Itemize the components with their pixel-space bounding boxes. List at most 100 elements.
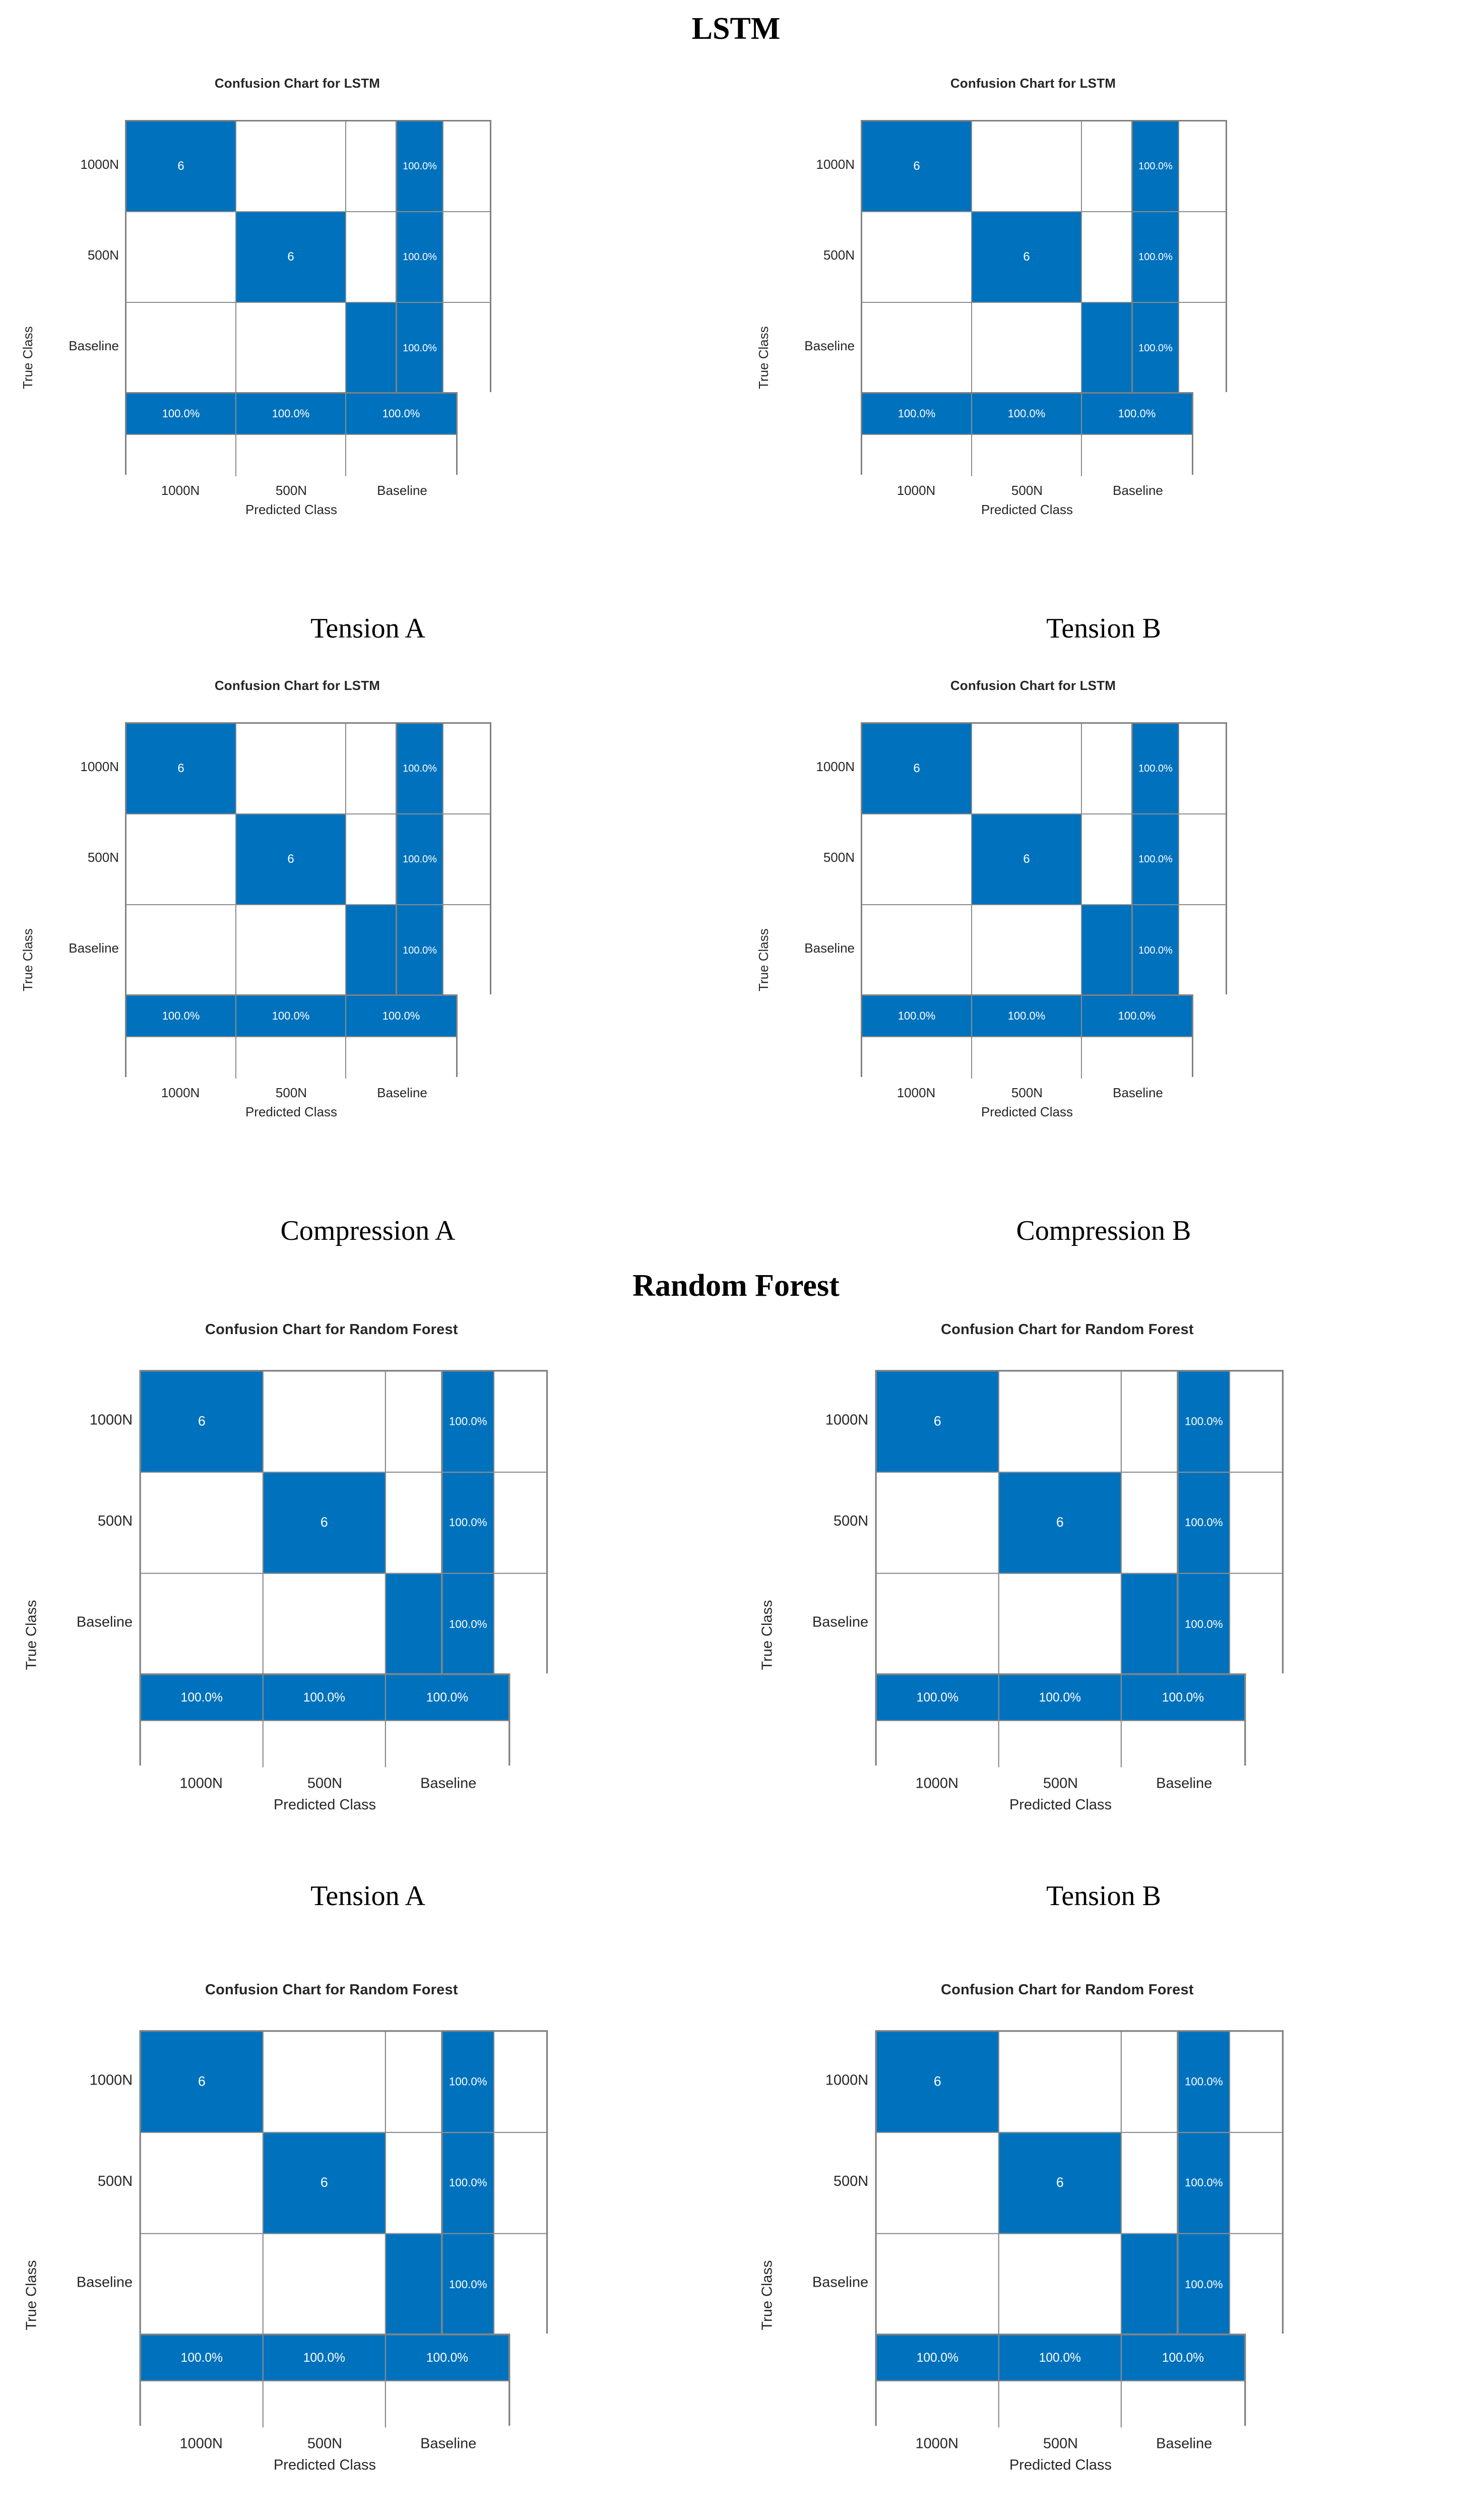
- row-summary-positive-0[interactable]: 100.0%: [397, 724, 444, 814]
- column-summary-negative-0[interactable]: [862, 435, 972, 476]
- matrix-cell-1-0[interactable]: 0: [862, 212, 972, 303]
- matrix-cell-2-0[interactable]: 0: [126, 905, 236, 996]
- column-summary-positive-1[interactable]: 100.0%: [972, 394, 1082, 435]
- column-summary-positive-0[interactable]: 100.0%: [876, 1675, 999, 1721]
- column-summary-negative-1[interactable]: [263, 1721, 387, 1768]
- column-summary-negative-2[interactable]: [346, 435, 456, 476]
- column-summary-positive-2[interactable]: 100.0%: [1122, 2335, 1245, 2381]
- row-summary-positive-2[interactable]: 100.0%: [442, 1573, 495, 1675]
- row-summary-negative-1[interactable]: [494, 2133, 546, 2234]
- row-summary-positive-0[interactable]: 100.0%: [397, 121, 444, 212]
- column-summary-negative-1[interactable]: [236, 1037, 346, 1079]
- matrix-cell-2-1[interactable]: 0: [236, 303, 346, 394]
- row-summary-positive-0[interactable]: 100.0%: [1178, 2032, 1231, 2133]
- matrix-cell-2-1[interactable]: 0: [972, 905, 1082, 996]
- matrix-cell-0-0[interactable]: 6: [141, 2032, 264, 2133]
- row-summary-positive-2[interactable]: 100.0%: [1133, 905, 1180, 996]
- row-summary-negative-2[interactable]: [1230, 2234, 1282, 2336]
- column-summary-negative-0[interactable]: [876, 2381, 999, 2428]
- column-summary-positive-0[interactable]: 100.0%: [141, 1675, 264, 1721]
- column-summary-negative-1[interactable]: [999, 1721, 1122, 1768]
- row-summary-positive-2[interactable]: 100.0%: [397, 905, 444, 996]
- matrix-cell-1-1[interactable]: 6: [999, 2133, 1122, 2234]
- matrix-cell-2-0[interactable]: 0: [141, 1573, 264, 1675]
- matrix-cell-1-1[interactable]: 6: [263, 2133, 387, 2234]
- matrix-cell-0-1[interactable]: 0: [236, 121, 346, 212]
- row-summary-positive-1[interactable]: 100.0%: [397, 212, 444, 303]
- matrix-cell-2-0[interactable]: 0: [862, 905, 972, 996]
- column-summary-negative-0[interactable]: [876, 1721, 999, 1768]
- column-summary-negative-2[interactable]: [1122, 2381, 1245, 2428]
- matrix-cell-0-1[interactable]: 0: [999, 2032, 1122, 2133]
- row-summary-positive-1[interactable]: 100.0%: [1178, 1473, 1231, 1574]
- row-summary-negative-1[interactable]: [443, 814, 490, 905]
- row-summary-negative-2[interactable]: [1230, 1573, 1282, 1675]
- matrix-cell-1-0[interactable]: 0: [876, 2133, 999, 2234]
- matrix-cell-2-1[interactable]: 0: [236, 905, 346, 996]
- matrix-cell-2-0[interactable]: 0: [126, 303, 236, 394]
- row-summary-negative-0[interactable]: [443, 121, 490, 212]
- column-summary-negative-0[interactable]: [126, 1037, 236, 1079]
- matrix-cell-2-0[interactable]: 0: [876, 1573, 999, 1675]
- matrix-cell-1-0[interactable]: 0: [126, 212, 236, 303]
- column-summary-negative-2[interactable]: [386, 1721, 509, 1768]
- matrix-cell-0-0[interactable]: 6: [141, 1371, 264, 1473]
- row-summary-negative-0[interactable]: [1230, 1371, 1282, 1473]
- column-summary-positive-2[interactable]: 100.0%: [1082, 996, 1192, 1037]
- row-summary-positive-1[interactable]: 100.0%: [1178, 2133, 1231, 2234]
- column-summary-positive-2[interactable]: 100.0%: [386, 2335, 509, 2381]
- column-summary-positive-1[interactable]: 100.0%: [263, 1675, 387, 1721]
- matrix-cell-1-1[interactable]: 6: [972, 212, 1082, 303]
- row-summary-negative-0[interactable]: [494, 1371, 546, 1473]
- row-summary-negative-1[interactable]: [1179, 212, 1226, 303]
- row-summary-positive-1[interactable]: 100.0%: [397, 814, 444, 905]
- column-summary-positive-1[interactable]: 100.0%: [263, 2335, 387, 2381]
- row-summary-positive-2[interactable]: 100.0%: [1178, 1573, 1231, 1675]
- row-summary-negative-2[interactable]: [443, 303, 490, 394]
- column-summary-positive-1[interactable]: 100.0%: [972, 996, 1082, 1037]
- column-summary-positive-2[interactable]: 100.0%: [1122, 1675, 1245, 1721]
- row-summary-positive-0[interactable]: 100.0%: [1178, 1371, 1231, 1473]
- matrix-cell-1-1[interactable]: 6: [236, 212, 346, 303]
- matrix-cell-0-0[interactable]: 6: [126, 724, 236, 814]
- row-summary-positive-2[interactable]: 100.0%: [1178, 2234, 1231, 2336]
- column-summary-positive-2[interactable]: 100.0%: [346, 996, 456, 1037]
- row-summary-negative-2[interactable]: [1179, 905, 1226, 996]
- matrix-cell-0-1[interactable]: 0: [999, 1371, 1122, 1473]
- row-summary-positive-1[interactable]: 100.0%: [1133, 212, 1180, 303]
- column-summary-positive-1[interactable]: 100.0%: [236, 394, 346, 435]
- row-summary-negative-0[interactable]: [1230, 2032, 1282, 2133]
- matrix-cell-2-1[interactable]: 0: [999, 1573, 1122, 1675]
- matrix-cell-1-0[interactable]: 0: [126, 814, 236, 905]
- row-summary-negative-0[interactable]: [1179, 121, 1226, 212]
- column-summary-positive-0[interactable]: 100.0%: [126, 996, 236, 1037]
- column-summary-positive-2[interactable]: 100.0%: [386, 1675, 509, 1721]
- column-summary-negative-1[interactable]: [972, 1037, 1082, 1079]
- matrix-cell-2-0[interactable]: 0: [141, 2234, 264, 2336]
- matrix-cell-2-1[interactable]: 0: [972, 303, 1082, 394]
- row-summary-negative-0[interactable]: [443, 724, 490, 814]
- row-summary-positive-0[interactable]: 100.0%: [442, 1371, 495, 1473]
- matrix-cell-2-0[interactable]: 0: [876, 2234, 999, 2336]
- column-summary-negative-0[interactable]: [141, 1721, 264, 1768]
- column-summary-negative-2[interactable]: [1082, 435, 1192, 476]
- matrix-cell-0-1[interactable]: 0: [972, 121, 1082, 212]
- column-summary-negative-2[interactable]: [1122, 1721, 1245, 1768]
- row-summary-positive-2[interactable]: 100.0%: [397, 303, 444, 394]
- column-summary-negative-0[interactable]: [141, 2381, 264, 2428]
- column-summary-negative-2[interactable]: [386, 2381, 509, 2428]
- column-summary-positive-0[interactable]: 100.0%: [862, 996, 972, 1037]
- column-summary-positive-0[interactable]: 100.0%: [862, 394, 972, 435]
- row-summary-negative-2[interactable]: [443, 905, 490, 996]
- column-summary-positive-1[interactable]: 100.0%: [999, 1675, 1122, 1721]
- row-summary-positive-0[interactable]: 100.0%: [1133, 121, 1180, 212]
- matrix-cell-1-1[interactable]: 6: [972, 814, 1082, 905]
- column-summary-positive-0[interactable]: 100.0%: [141, 2335, 264, 2381]
- row-summary-negative-0[interactable]: [1179, 724, 1226, 814]
- column-summary-negative-1[interactable]: [263, 2381, 387, 2428]
- matrix-cell-1-1[interactable]: 6: [236, 814, 346, 905]
- column-summary-positive-2[interactable]: 100.0%: [1082, 394, 1192, 435]
- row-summary-positive-0[interactable]: 100.0%: [442, 2032, 495, 2133]
- matrix-cell-1-0[interactable]: 0: [862, 814, 972, 905]
- row-summary-negative-2[interactable]: [494, 1573, 546, 1675]
